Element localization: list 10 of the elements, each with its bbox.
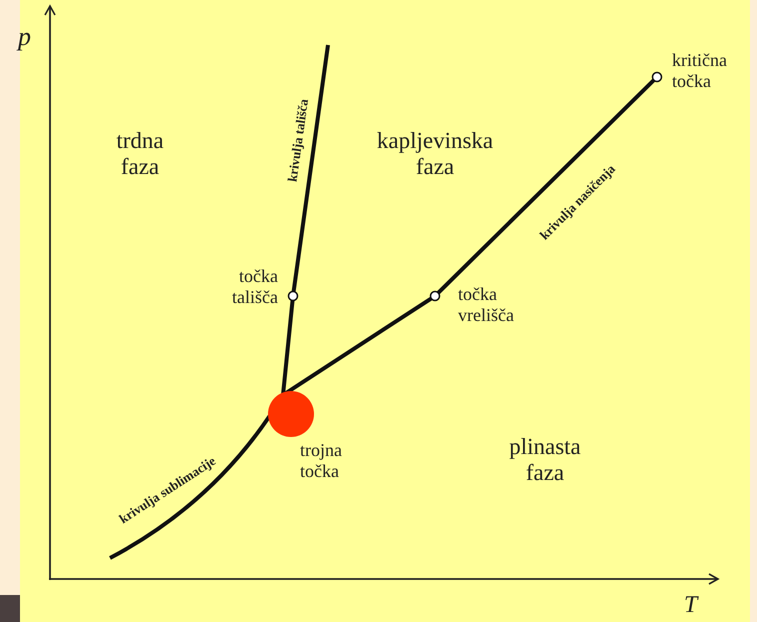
axis-label: T <box>684 592 698 620</box>
point-label: točka tališča <box>231 266 278 308</box>
region-label: trdna faza <box>115 128 165 181</box>
region-label: kapljevinska faza <box>376 128 494 181</box>
point-label: trojna točka <box>300 440 343 482</box>
point-label: kritična točka <box>672 50 728 92</box>
point-label: točka vrelišča <box>458 284 515 326</box>
curve-label: krivulja tališča <box>285 98 312 182</box>
axis-label: p <box>18 22 31 52</box>
region-label: plinasta faza <box>508 434 582 487</box>
